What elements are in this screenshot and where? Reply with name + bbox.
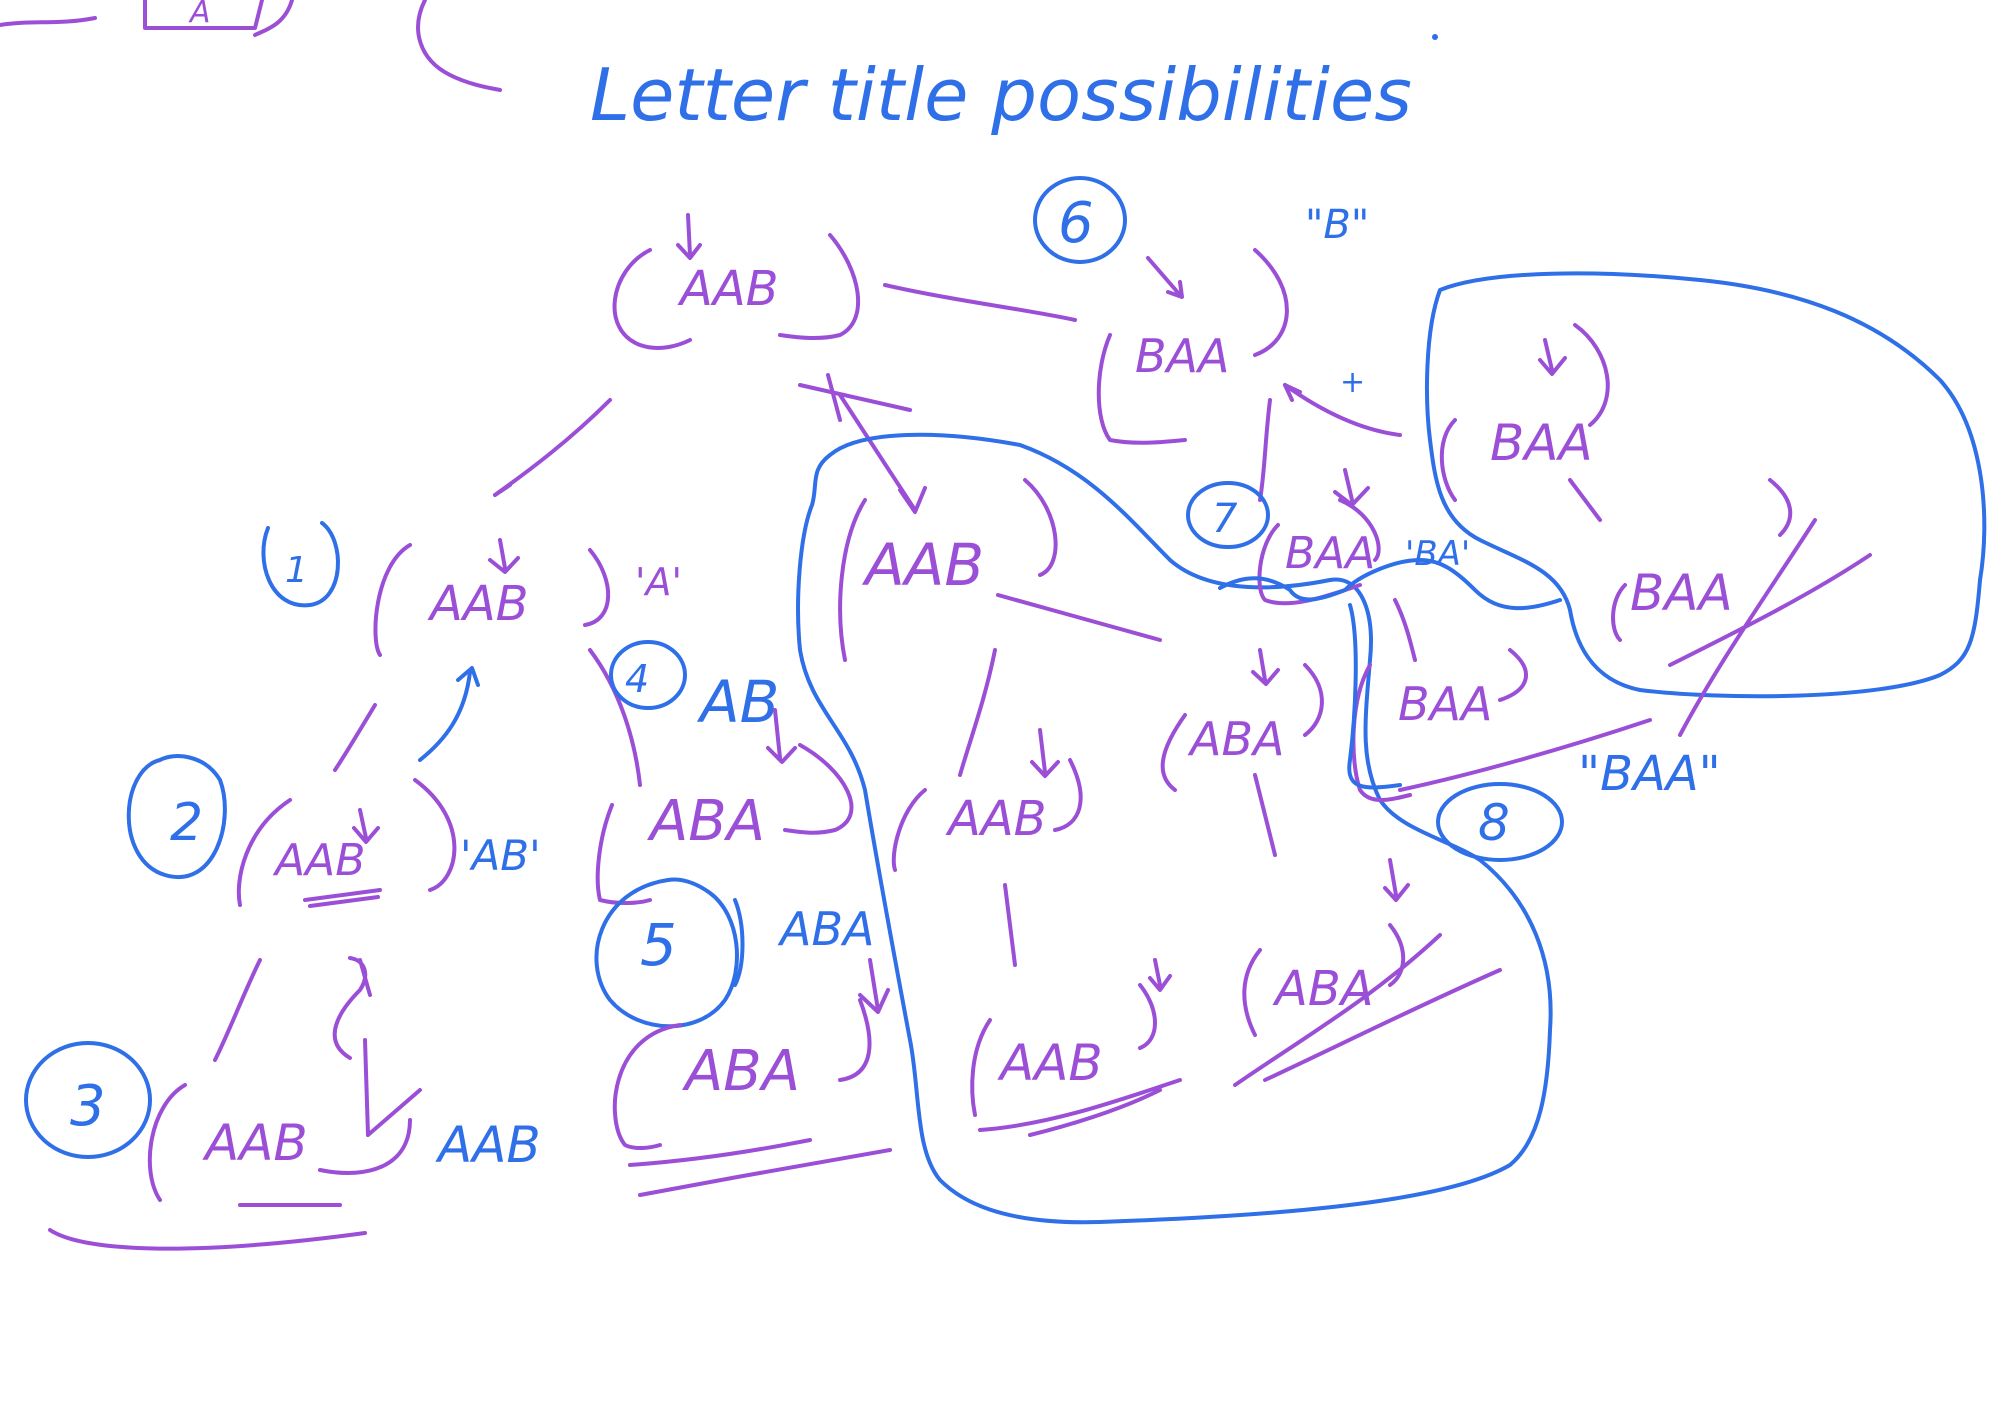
root-node: AAB (612, 213, 861, 350)
n2-back-arrow (418, 666, 480, 762)
baa-to-7-edge (1258, 398, 1272, 502)
root-to-baa-edge (883, 283, 1077, 322)
mid-left-node-label: AAB (945, 791, 1047, 847)
circle-7: 7 (1186, 481, 1270, 549)
n5-node: ABA (612, 998, 892, 1197)
annotation-baa-after-8: "BAA" (1578, 746, 1721, 802)
circle-3: 3 (24, 1041, 152, 1159)
circle-8-number: 8 (1478, 794, 1510, 852)
top-left-box-letter: A (188, 0, 211, 30)
n5-node-label: ABA (682, 1039, 800, 1104)
n1-node: AAB (373, 538, 611, 657)
circle-1: 1 (261, 521, 340, 608)
root-node-label: AAB (677, 261, 779, 317)
baa-node-label: BAA (1135, 329, 1230, 383)
circle-2: 2 (126, 754, 227, 880)
root-to-n1-edge (493, 398, 612, 497)
circle-6-number: 6 (1058, 191, 1094, 256)
n2-node: AAB (236, 778, 457, 908)
circle-7-number: 7 (1212, 496, 1238, 542)
n1-to-n4-edge (588, 648, 642, 787)
mid-top-node-label: AAB (861, 531, 984, 599)
baa-node: BAA (1096, 248, 1289, 445)
n2-node-label: AAB (272, 835, 365, 886)
n4-node: ABA (595, 708, 854, 905)
right-top-node: BAA (1439, 323, 1610, 502)
n3-node: AAB (147, 1038, 422, 1207)
n1-to-n2-edge (333, 703, 377, 772)
baa-lower-node: BAA (1351, 648, 1652, 802)
right-top-node-label: BAA (1490, 414, 1593, 472)
baa-lower-node-label: BAA (1398, 677, 1493, 731)
mid-top-node: AAB (838, 478, 1058, 662)
mid-top-to-left-edge (958, 648, 997, 777)
n5-arrow (858, 958, 890, 1014)
right-mid-node-label: BAA (1630, 564, 1733, 622)
annotation-a-after-1: 'A' (635, 560, 682, 604)
circle-4: 4 (609, 640, 687, 710)
n4-node-label: ABA (647, 789, 765, 854)
circle-6: 6 (1033, 176, 1127, 264)
circle-5-number: 5 (640, 911, 677, 979)
annotation-ab-after-4: AB (696, 668, 779, 736)
annotation-ba-after-7: 'BA' (1405, 534, 1470, 574)
n3-underline (48, 1228, 367, 1251)
mid-left-to-bottom-edge (1003, 883, 1017, 967)
right-top-to-baa-edge (1283, 383, 1402, 437)
plus-mark: + (1340, 365, 1365, 400)
mid-right-node: ABA (1160, 648, 1324, 792)
annotation-aab-after-3: AAB (435, 1116, 541, 1174)
annotation-b-after-6: "B" (1305, 202, 1369, 248)
mid-bottom-right-node: ABA (1233, 858, 1502, 1087)
right-mid-node: BAA (1611, 478, 1872, 737)
circle-8: 8 (1436, 782, 1564, 862)
circle-2-number: 2 (170, 793, 203, 853)
n7-to-baa-lower-edge (1393, 598, 1417, 662)
blob-connector (1218, 558, 1562, 790)
mid-bottom-left-node-label: AAB (997, 1034, 1103, 1092)
page-title: Letter title possibilities (590, 53, 1412, 137)
n3-node-label: AAB (202, 1114, 308, 1172)
circle-1-number: 1 (285, 550, 308, 591)
mid-bottom-right-node-label: ABA (1272, 961, 1374, 1017)
circle-4-number: 4 (625, 657, 649, 701)
mid-left-node: AAB (891, 728, 1083, 872)
annotation-ab-after-2: 'AB' (460, 831, 541, 880)
n7-node-label: BAA (1285, 528, 1375, 579)
n1-node-label: AAB (427, 576, 529, 632)
top-left-fragment: A (0, 0, 502, 92)
mid-bottom-left-node: AAB (970, 958, 1182, 1137)
title-dot (1432, 34, 1438, 40)
mid-right-to-bottom-edge (1253, 773, 1277, 857)
right-cluster-outline (1425, 271, 1987, 699)
n2-to-n3-edge (213, 958, 262, 1062)
annotation-aba-after-5: ABA (777, 902, 875, 956)
mid-top-to-right-edge (996, 593, 1162, 642)
circle-3-number: 3 (70, 1074, 106, 1139)
mid-right-node-label: ABA (1187, 712, 1285, 766)
circle-5: 5 (594, 877, 745, 1029)
right-top-to-mid-edge (1568, 478, 1602, 522)
